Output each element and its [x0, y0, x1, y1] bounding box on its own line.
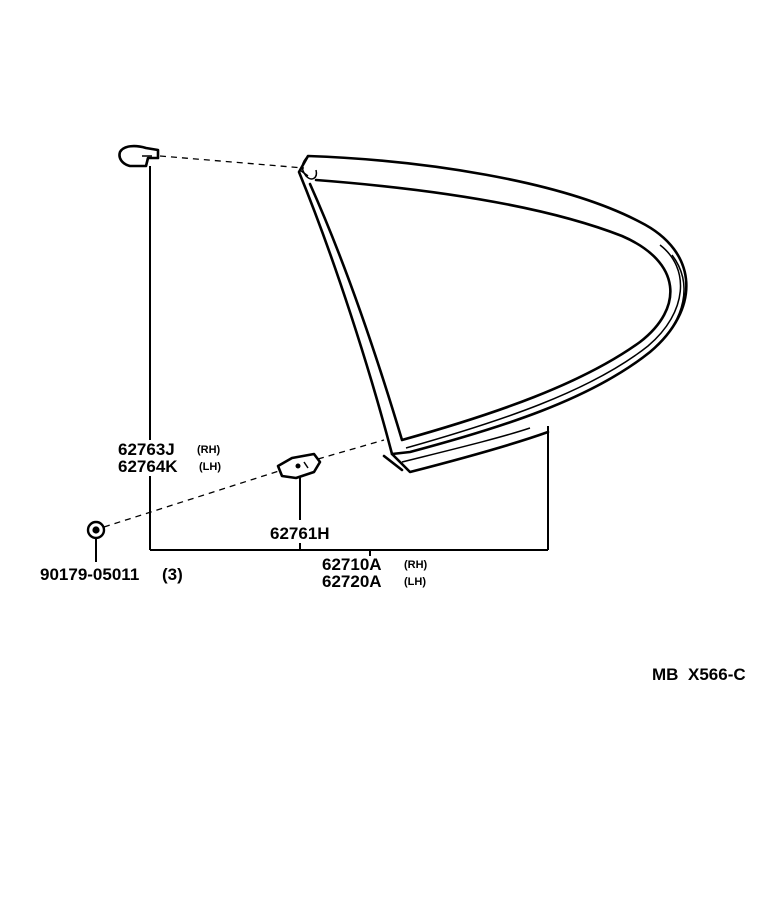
label-weatherstrip-rh-tag: (RH): [404, 559, 428, 571]
label-clip-upper-rh-part: 62763J: [118, 440, 175, 459]
alignment-lines: [103, 155, 385, 528]
upper-clip-icon: [118, 144, 160, 168]
label-clip-upper-rh-tag: (RH): [197, 444, 221, 456]
label-nut-qty: (3): [162, 565, 183, 584]
label-nut-part: 90179-05011: [40, 565, 139, 584]
diagram-code-prefix: MB: [652, 665, 678, 684]
lower-clip-icon: [276, 452, 322, 480]
leader-lines: [95, 166, 549, 562]
label-clip-lower-part: 62761H: [270, 524, 330, 543]
label-weatherstrip-rh-part: 62710A: [322, 555, 382, 574]
label-clip-upper-lh-tag: (LH): [199, 461, 221, 473]
label-weatherstrip-lh-part: 62720A: [322, 572, 382, 591]
quarter-window-weatherstrip: [297, 154, 688, 474]
label-clip-upper-lh-part: 62764K: [118, 457, 178, 476]
diagram-code: X566-C: [688, 665, 746, 684]
nut-icon: [86, 520, 106, 540]
label-weatherstrip-lh-tag: (LH): [404, 576, 426, 588]
